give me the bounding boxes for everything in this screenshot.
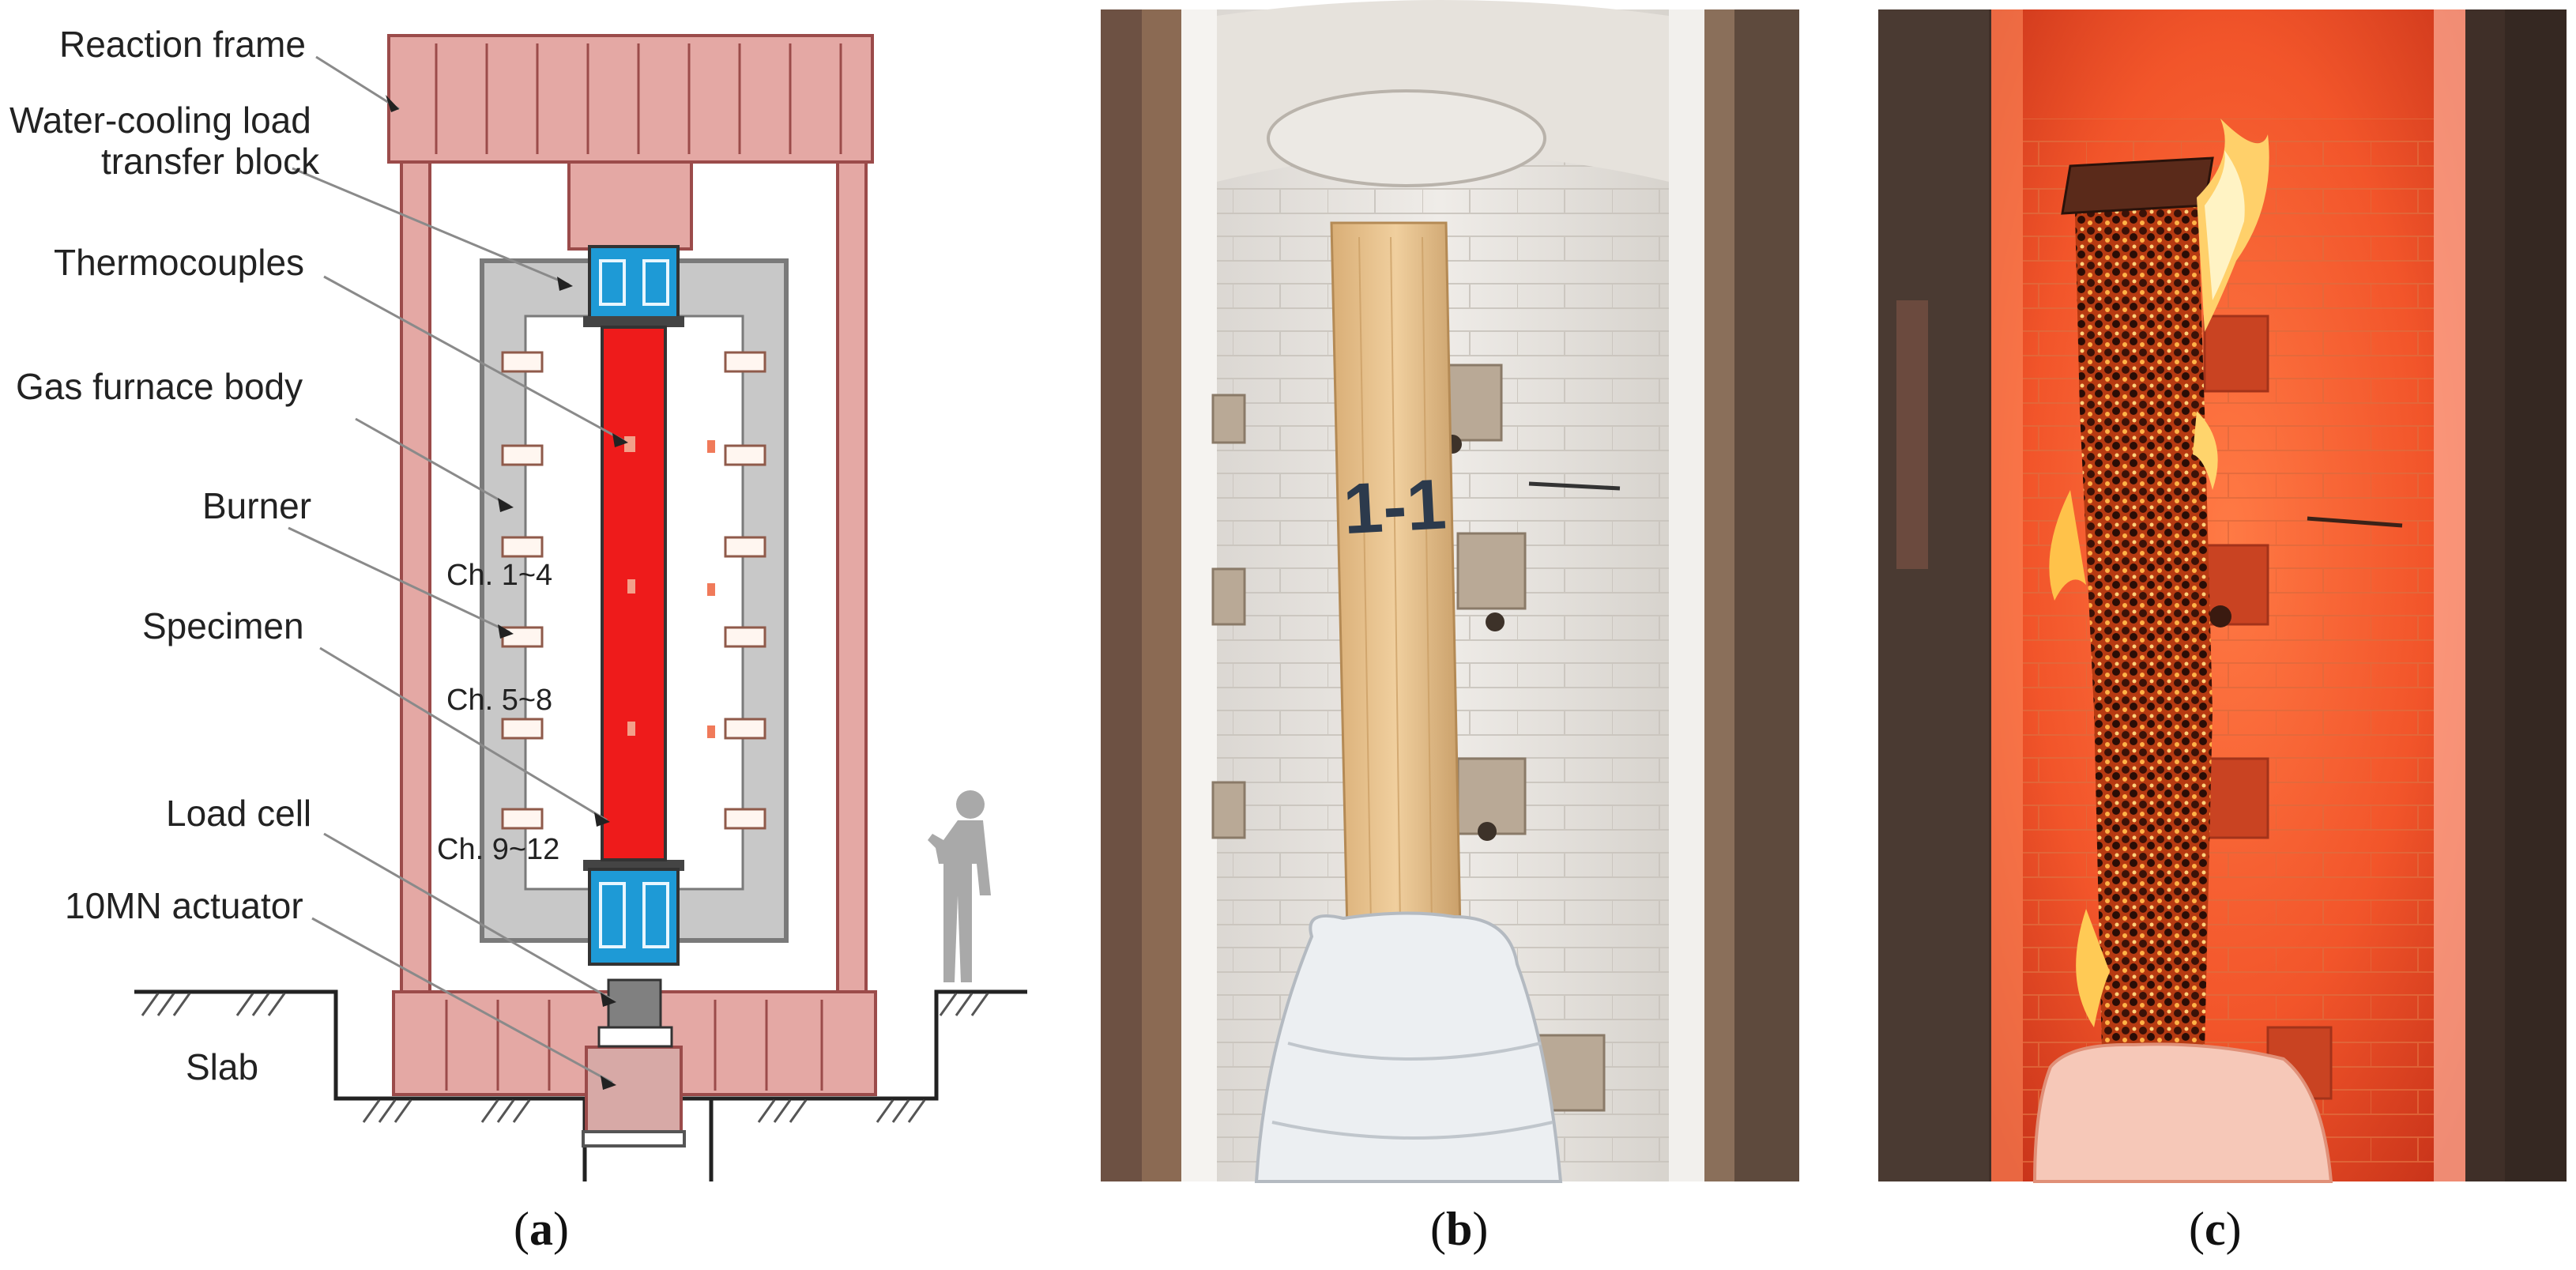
reaction-frame-right-column — [836, 160, 868, 993]
furnace-door-left-c — [1878, 9, 1989, 1181]
burners-right — [724, 351, 766, 830]
label-specimen: Specimen — [142, 605, 304, 646]
thermocouple-markers — [707, 440, 715, 738]
upper-loading-block — [567, 160, 693, 251]
label-slab: Slab — [186, 1046, 258, 1087]
label-channel-1-4: Ch. 1~4 — [446, 559, 552, 592]
bottom-insulation-wrap-c — [2032, 1042, 2333, 1183]
specimen-top-plate-c — [2061, 156, 2214, 215]
charred-specimen — [2074, 170, 2213, 1051]
label-actuator: 10MN actuator — [65, 885, 303, 926]
caption-c-open: ( — [2189, 1203, 2205, 1255]
caption-b-letter: b — [1446, 1203, 1472, 1255]
panel-a-schematic: Reaction frame Water-cooling load transf… — [9, 24, 1027, 1181]
svg-text:(b): (b) — [1430, 1203, 1488, 1255]
water-cooling-block-bottom — [583, 860, 684, 966]
flames — [2049, 119, 2269, 1027]
actuator-body — [585, 1046, 683, 1136]
caption-a-letter: a — [529, 1203, 553, 1255]
load-cell-plate — [597, 1026, 673, 1048]
caption-b-open: ( — [1430, 1203, 1446, 1255]
svg-text:(a): (a) — [514, 1203, 569, 1255]
reaction-frame-left-column — [400, 160, 431, 993]
furnace-door-right — [1723, 9, 1799, 1181]
label-thermocouples: Thermocouples — [54, 242, 304, 283]
specimen-marking: 1-1 — [1342, 465, 1448, 549]
panel-b-photo-before-fire: 1-1 — [1101, 0, 1799, 1183]
caption-a-close: ) — [553, 1203, 569, 1255]
bottom-insulation-wrap-b — [1254, 911, 1563, 1183]
label-water-cooling-line1: Water-cooling load — [9, 100, 311, 141]
caption-a-open: ( — [514, 1203, 529, 1255]
panel-c-photo-during-fire — [1878, 9, 2567, 1183]
svg-text:(c): (c) — [2189, 1203, 2242, 1255]
leader-arrowheads — [386, 95, 628, 1090]
water-cooling-block-top — [583, 245, 684, 327]
label-gas-furnace-body: Gas furnace body — [16, 366, 303, 407]
label-channel-9-12: Ch. 9~12 — [437, 833, 559, 866]
label-burner: Burner — [202, 485, 311, 526]
actuator-base — [582, 1130, 686, 1148]
load-cell — [607, 978, 662, 1031]
label-water-cooling-line2: transfer block — [101, 141, 320, 182]
burner-ports-c — [2203, 315, 2333, 1100]
specimen-thermocouples — [624, 436, 635, 736]
person-silhouette — [928, 790, 991, 982]
reaction-frame-top-beam — [387, 34, 874, 164]
burners-left — [501, 351, 544, 830]
ground-hatching — [141, 993, 989, 1123]
caption-b-close: ) — [1472, 1203, 1488, 1255]
leader-lines — [288, 55, 625, 1084]
caption-a: (a) — [514, 1203, 569, 1255]
caption-c-close: ) — [2226, 1203, 2242, 1255]
caption-c: (c) — [2189, 1203, 2242, 1255]
label-reaction-frame: Reaction frame — [59, 24, 306, 65]
furnace-door-right-c — [2505, 9, 2567, 1181]
caption-c-letter: c — [2205, 1203, 2226, 1255]
caption-b: (b) — [1430, 1203, 1488, 1255]
label-channel-5-8: Ch. 5~8 — [446, 684, 552, 717]
label-load-cell: Load cell — [166, 793, 311, 834]
